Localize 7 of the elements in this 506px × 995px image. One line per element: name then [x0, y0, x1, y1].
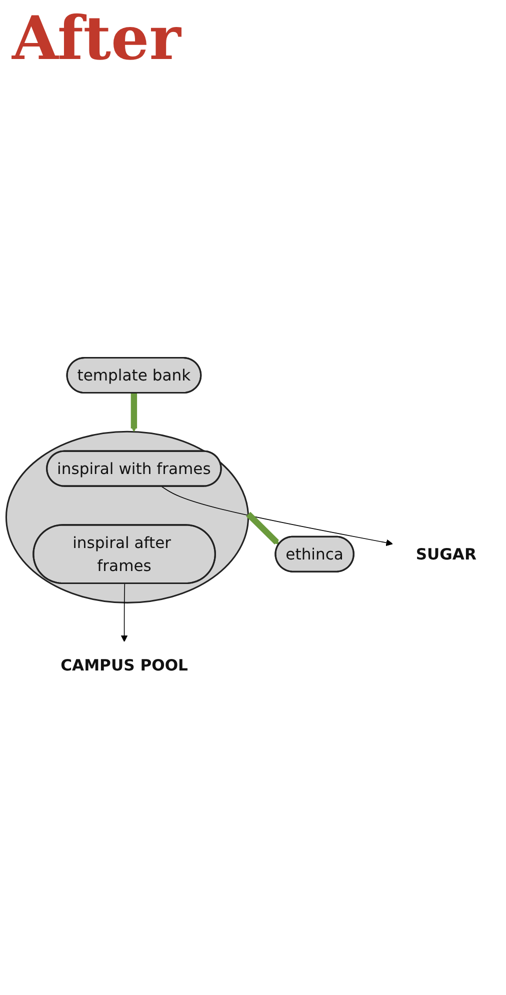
node-text: CAMPUS POOL — [60, 656, 188, 674]
arrow — [161, 486, 393, 546]
arrow — [246, 512, 280, 545]
title: After — [12, 4, 181, 74]
arrow — [120, 583, 128, 642]
node-text: SUGAR — [416, 544, 476, 564]
arrow — [130, 392, 138, 432]
